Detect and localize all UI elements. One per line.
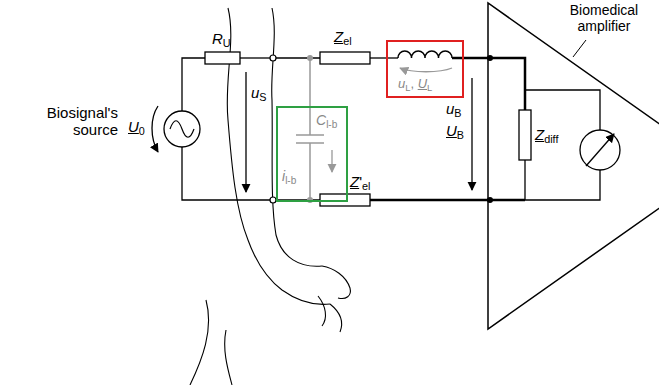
current-arrow <box>331 150 332 172</box>
text-part: U <box>418 76 427 91</box>
source-label: Biosignal's source <box>18 104 118 139</box>
voltage-arrow <box>152 106 158 152</box>
voltage-source <box>164 111 200 147</box>
text-part: u <box>398 76 405 91</box>
inductor-symbol <box>398 51 452 58</box>
text-part: L <box>405 83 410 93</box>
text-part: ' <box>359 173 362 190</box>
text-part: u <box>251 84 259 101</box>
text-part: diff <box>544 133 558 145</box>
highlight-box: uL, UL <box>386 40 464 98</box>
resistor-symbol <box>320 52 370 64</box>
text-part: , <box>410 76 417 91</box>
amplifier-outline <box>488 3 659 329</box>
amplifier-triangle: Zdiff <box>487 2 659 330</box>
text-part: R <box>212 30 223 47</box>
text-part: el <box>362 180 370 192</box>
signal-label: uB <box>446 100 462 120</box>
text-part: L <box>427 83 432 93</box>
meter-symbol <box>580 130 620 170</box>
text-part: U <box>446 122 457 139</box>
text-part: B <box>454 107 461 119</box>
text-part: el <box>343 35 351 47</box>
text-part: u <box>446 100 454 117</box>
terminal <box>270 55 276 61</box>
voltage-arrow <box>400 68 452 72</box>
symbol-label: il-b <box>282 168 296 187</box>
meter-arrow <box>586 134 614 166</box>
amplifier-outline <box>487 2 659 330</box>
component-label: RU <box>212 30 231 50</box>
text-part: l-b <box>285 175 296 186</box>
leader-line <box>573 40 586 57</box>
highlight-box: Cl-bil-b <box>276 106 348 202</box>
text-part: l-b <box>326 119 337 130</box>
text-part: Z <box>350 173 359 190</box>
symbol-label: Cl-b <box>316 112 337 131</box>
capacitor-symbol <box>296 58 324 200</box>
text-part: Biosignal's source <box>47 104 118 138</box>
text-part: S <box>259 91 266 103</box>
text-part: U <box>128 118 139 135</box>
resistor-symbol <box>205 52 240 64</box>
symbol-label: uL, UL <box>398 77 432 94</box>
signal-label: UB <box>446 122 464 142</box>
resistor-symbol <box>519 110 531 160</box>
text-part: B <box>457 129 464 141</box>
text-part: i <box>282 168 285 184</box>
junction-dot <box>307 197 313 203</box>
voltage-arrow <box>245 72 246 192</box>
voltage-arrow <box>471 78 472 190</box>
text-part: U <box>223 37 231 49</box>
component-label: Zel <box>334 28 352 48</box>
wires <box>182 58 600 200</box>
text-part: C <box>316 112 326 128</box>
signal-label: U0 <box>128 118 145 138</box>
component-label: Z'el <box>350 173 370 193</box>
block-label: Biomedical amplifier <box>556 2 652 34</box>
symbol-label: Zdiff <box>535 126 558 146</box>
wire-connector <box>464 57 487 60</box>
text-part: Z <box>535 126 544 143</box>
text-part: Z <box>334 28 343 45</box>
junction-dot <box>307 55 313 61</box>
signal-label: uS <box>251 84 267 104</box>
text-part: Biomedical amplifier <box>570 2 638 34</box>
text-part: 0 <box>139 125 145 137</box>
resistor-symbol <box>320 194 370 206</box>
